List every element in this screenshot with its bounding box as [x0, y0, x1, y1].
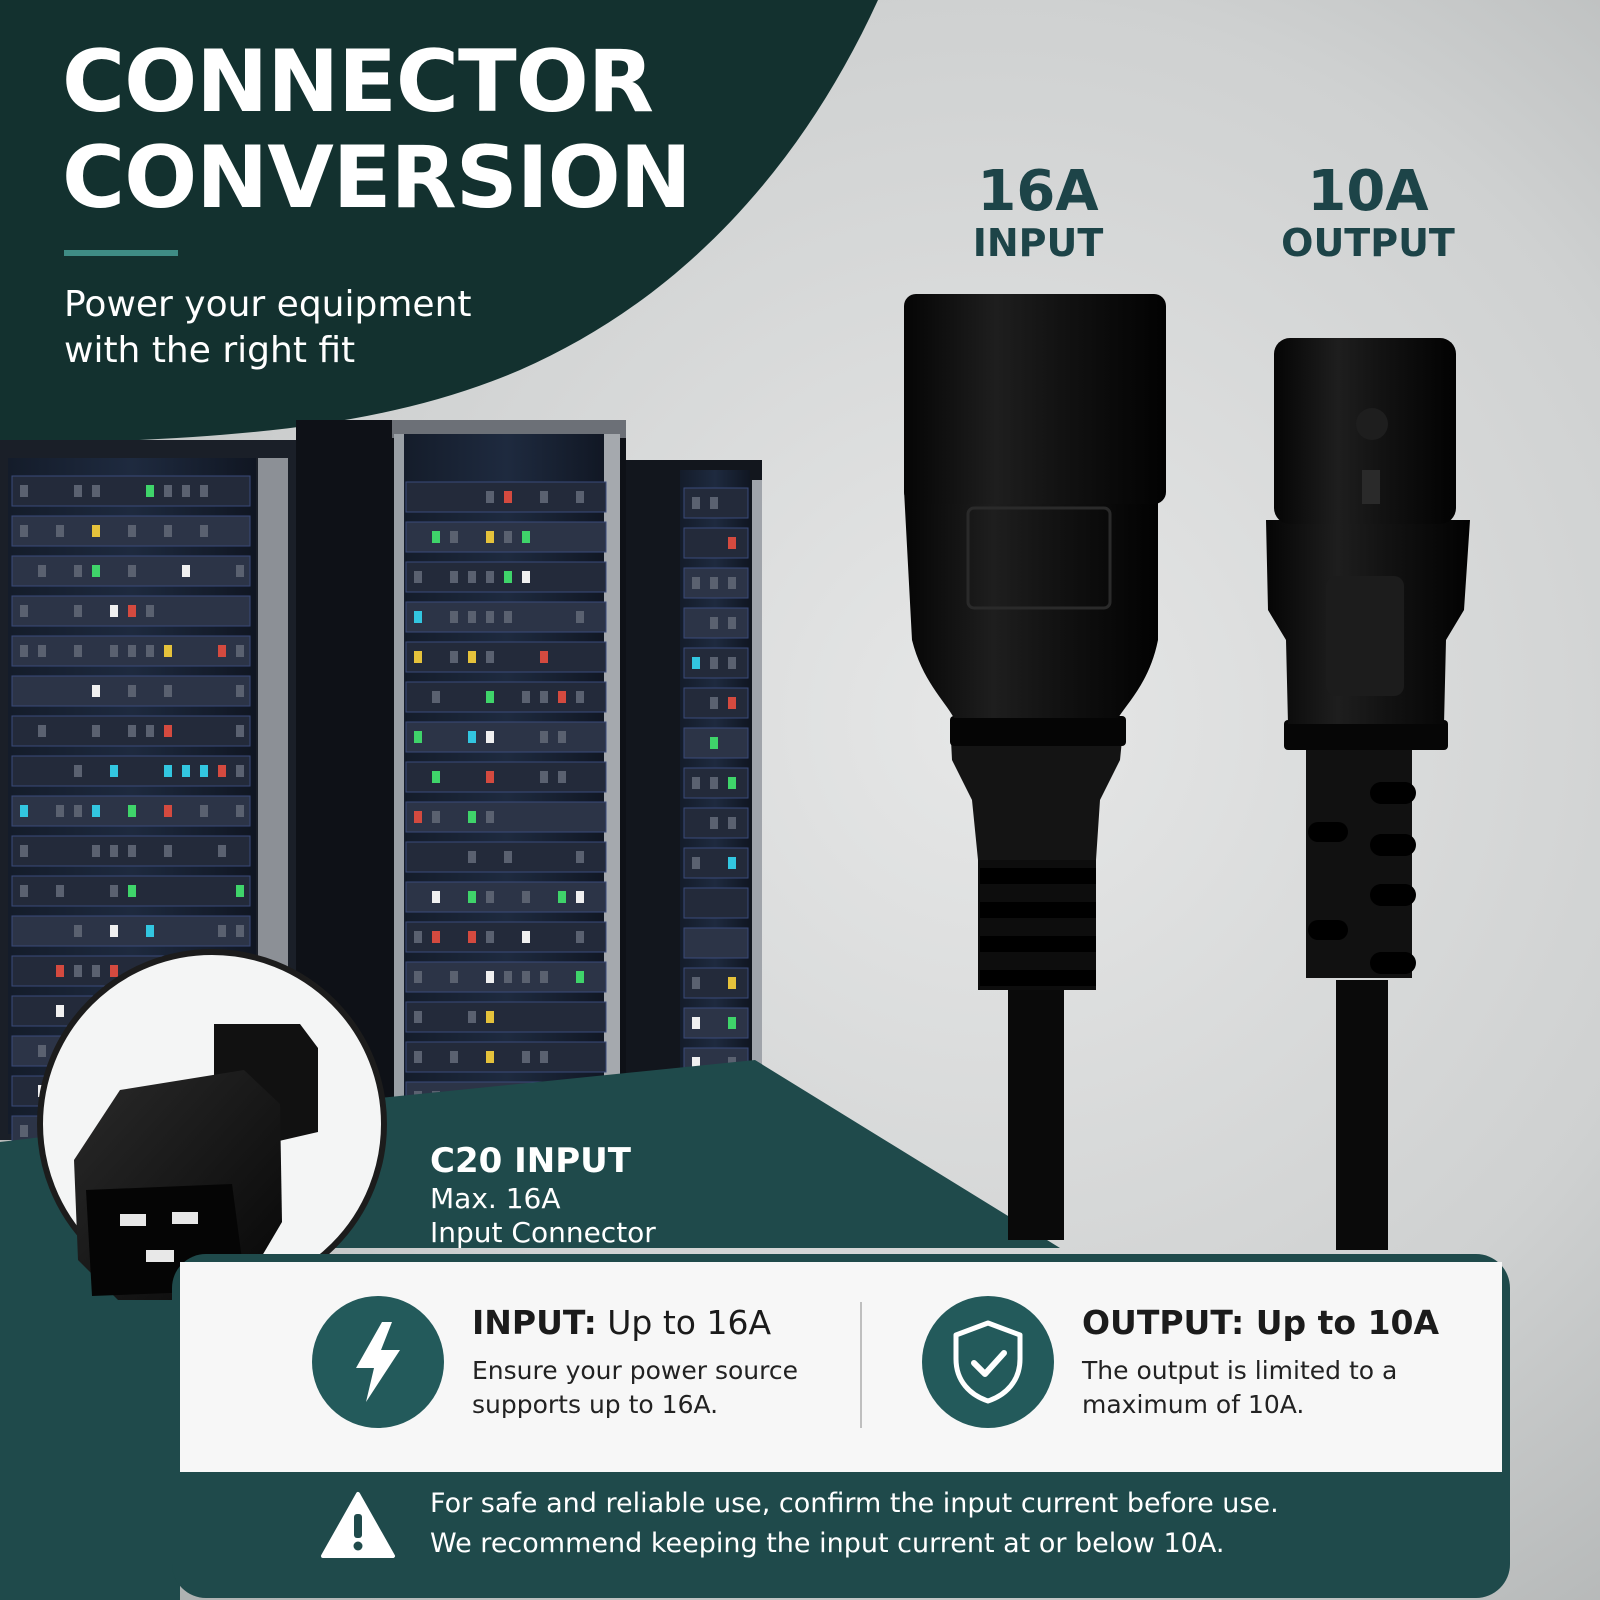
hero-accent-rule — [64, 250, 178, 256]
hero-subtitle-line2: with the right fit — [64, 330, 356, 371]
input-info-text: INPUT: Up to 16A Ensure your power sourc… — [472, 1302, 852, 1422]
input-rating-label: 16A INPUT — [908, 159, 1168, 265]
c20-adapter-illustration — [37, 949, 387, 1300]
info-card: INPUT: Up to 16A Ensure your power sourc… — [180, 1262, 1502, 1472]
hero-title-line1: CONNECTOR — [62, 32, 654, 132]
warning-triangle-icon — [321, 1492, 395, 1558]
input-rating-text: INPUT — [972, 221, 1104, 265]
output-info-description: The output is limited to a maximum of 10… — [1082, 1354, 1462, 1422]
shield-check-icon — [922, 1296, 1054, 1428]
output-rating-label: 10A OUTPUT — [1238, 159, 1498, 265]
warning-bar: For safe and reliable use, confirm the i… — [180, 1472, 1502, 1578]
input-info-desc-line1: Ensure your power source — [472, 1356, 798, 1385]
warning-text: For safe and reliable use, confirm the i… — [430, 1484, 1279, 1564]
hero-subtitle: Power your equipment with the right fit — [64, 282, 472, 374]
hero-title-line2: CONVERSION — [62, 128, 692, 228]
warning-line1: For safe and reliable use, confirm the i… — [430, 1488, 1279, 1519]
input-info-title-rest: Up to 16A — [596, 1303, 772, 1342]
c20-callout-line1: Max. 16A — [430, 1182, 561, 1215]
c20-callout: C20 INPUT Max. 16A Input Connector — [430, 1140, 656, 1250]
info-divider — [860, 1302, 862, 1428]
lightning-bolt-icon — [312, 1296, 444, 1428]
input-info-title: INPUT: Up to 16A — [472, 1302, 852, 1344]
output-info-desc-line2: maximum of 10A. — [1082, 1390, 1305, 1419]
header-panel — [0, 0, 878, 444]
input-info-desc-line2: supports up to 16A. — [472, 1390, 719, 1419]
c13-plug-illustration — [1266, 338, 1470, 1250]
input-rating-amps: 16A — [977, 159, 1099, 224]
input-info-description: Ensure your power source supports up to … — [472, 1354, 852, 1422]
warning-line2: We recommend keeping the input current a… — [430, 1528, 1225, 1559]
hero-subtitle-line1: Power your equipment — [64, 284, 472, 325]
output-rating-text: OUTPUT — [1281, 221, 1455, 265]
input-info-title-bold: INPUT: — [472, 1303, 597, 1342]
output-info-title: OUTPUT: Up to 10A — [1082, 1302, 1462, 1344]
output-rating-amps: 10A — [1307, 159, 1429, 224]
c20-callout-line2: Input Connector — [430, 1216, 656, 1249]
output-info-title-bold: OUTPUT: Up to 10A — [1082, 1303, 1440, 1342]
c19-plug-illustration — [904, 294, 1166, 1240]
c20-callout-title: C20 INPUT — [430, 1141, 631, 1181]
output-info-desc-line1: The output is limited to a — [1082, 1356, 1398, 1385]
hero-title: CONNECTOR CONVERSION — [62, 32, 692, 228]
output-info-text: OUTPUT: Up to 10A The output is limited … — [1082, 1302, 1462, 1422]
